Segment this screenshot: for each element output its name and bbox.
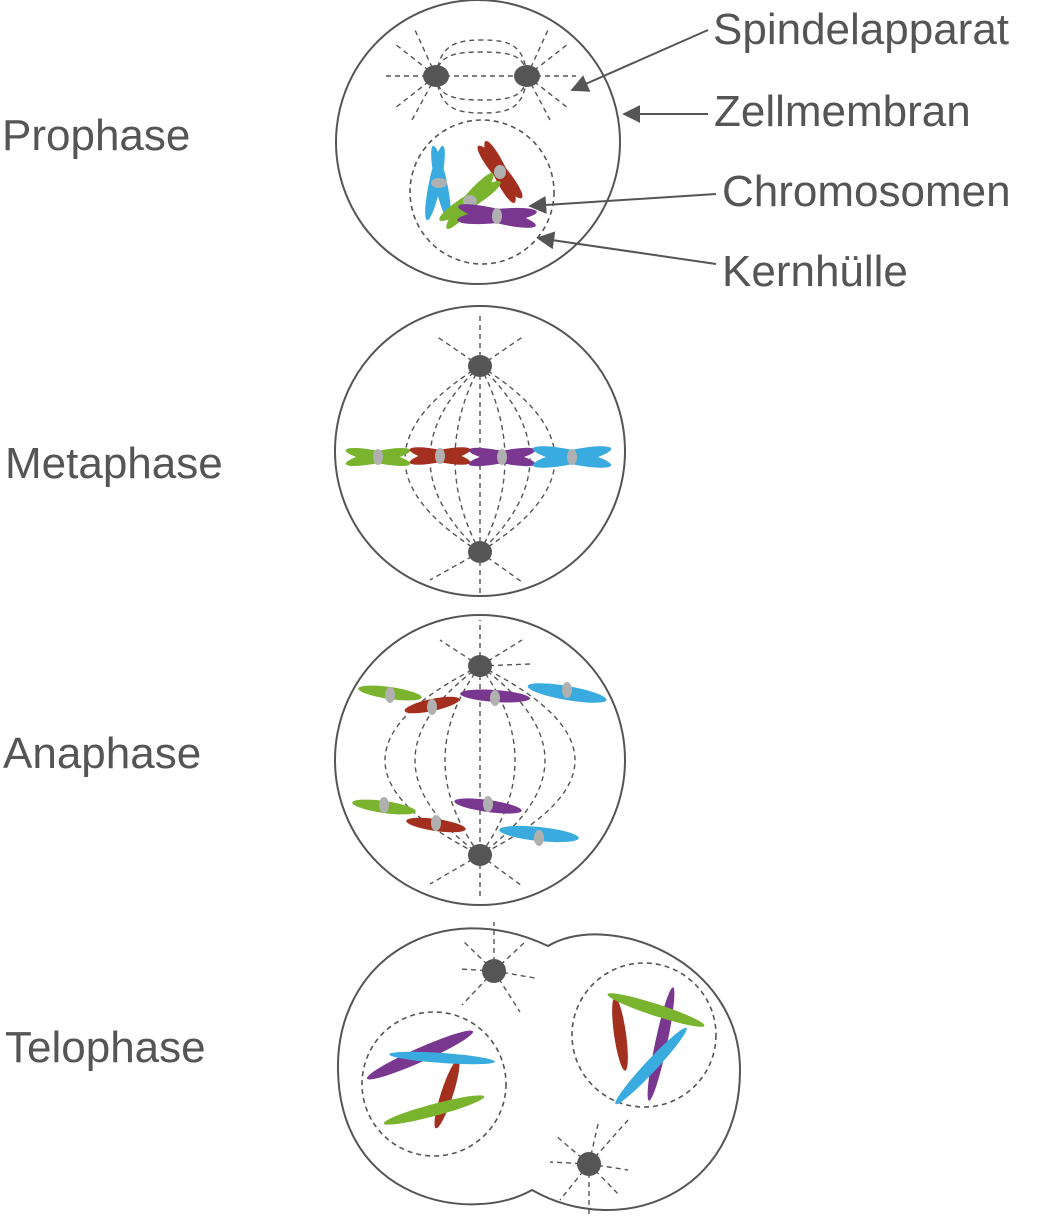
nuclear-envelope (409, 119, 555, 265)
prophase-chromosomes (425, 141, 537, 229)
telophase-nucleus-left (361, 1011, 507, 1157)
telophase-nucleus-right (571, 962, 717, 1108)
prophase-cell (335, 0, 621, 285)
label-metaphase: Metaphase (5, 439, 223, 488)
telophase-spindle-upper (459, 922, 536, 1013)
label-anaphase: Anaphase (3, 729, 201, 778)
metaphase-cell (334, 305, 626, 597)
callout-membrane: Zellmembran (714, 87, 971, 136)
cell-membrane (334, 614, 626, 906)
callout-arrows (528, 29, 717, 265)
callout-envelope: Kernhülle (722, 247, 908, 296)
telophase-cell (336, 922, 742, 1214)
arrow-chromosomes (528, 193, 717, 214)
label-prophase: Prophase (2, 111, 190, 160)
cell-membrane (335, 0, 621, 285)
telophase-pole-lower (577, 1152, 601, 1176)
metaphase-pole-top (468, 355, 492, 377)
prophase-pole-left (423, 65, 449, 87)
metaphase-pole-bottom (468, 541, 492, 563)
anaphase-pole-top (468, 655, 492, 677)
anaphase-chromatids-upper (358, 682, 607, 715)
anaphase-chromatids-lower (352, 796, 579, 846)
callout-chromosomes: Chromosomen (722, 167, 1011, 216)
arrow-spindle (570, 29, 709, 92)
arrow-envelope (536, 231, 717, 265)
telophase-chromosomes-right (607, 987, 705, 1105)
cell-membrane (334, 305, 626, 597)
telophase-pole-upper (482, 959, 506, 983)
label-telophase: Telophase (5, 1023, 206, 1072)
prophase-spindle (386, 29, 576, 121)
prophase-pole-right (514, 65, 540, 87)
anaphase-cell (334, 614, 626, 906)
telophase-chromosomes-left (366, 1030, 495, 1129)
cell-membrane (336, 927, 742, 1212)
callout-spindle: Spindelapparat (713, 5, 1009, 54)
metaphase-chromosomes (345, 446, 612, 468)
anaphase-pole-bottom (468, 844, 492, 866)
